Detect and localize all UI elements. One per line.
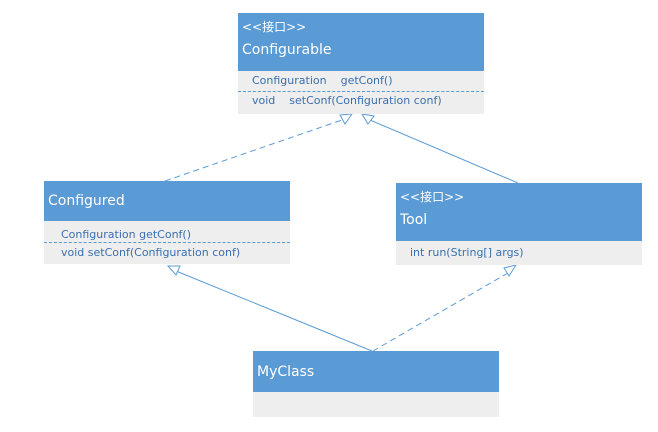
class-members-configured: Configuration getConf() void setConf(Con… [44, 221, 290, 264]
class-box-configured: Configured Configuration getConf() void … [44, 181, 290, 264]
member-get-conf: Configuration getConf() [61, 228, 191, 241]
stereotype-label: <<接口>> [400, 190, 465, 204]
member-set-conf: void setConf(Configuration conf) [252, 94, 442, 107]
configured-configurable-connector [164, 119, 343, 182]
member-run: int run(String[] args) [410, 246, 524, 259]
class-members-configurable: Configuration getConf() void setConf(Con… [238, 71, 484, 114]
member-separator [44, 242, 290, 243]
class-members-myclass [253, 392, 499, 417]
class-box-tool: <<接口>> Tool int run(String[] args) [396, 183, 642, 265]
class-header-tool: <<接口>> Tool [396, 183, 642, 241]
configurable-inheritance-arrowhead-left [339, 113, 354, 125]
class-header-configured: Configured [44, 181, 290, 221]
class-box-configurable: <<接口>> Configurable Configuration getCon… [238, 13, 484, 114]
configurable-inheritance-arrowhead-right [361, 113, 375, 125]
member-separator [238, 91, 484, 92]
class-name-configured: Configured [48, 193, 125, 209]
stereotype-label: <<接口>> [242, 20, 307, 34]
class-name-myclass: MyClass [257, 364, 315, 380]
class-header-configurable: <<接口>> Configurable [238, 13, 484, 71]
class-header-myclass: MyClass [253, 351, 499, 392]
member-get-conf: Configuration getConf() [252, 74, 393, 87]
member-set-conf: void setConf(Configuration conf) [61, 246, 241, 259]
class-name-configurable: Configurable [242, 42, 332, 58]
configured-inheritance-arrowhead [166, 265, 181, 276]
class-name-tool: Tool [400, 212, 428, 228]
myclass-tool-connector [372, 272, 509, 352]
tool-configurable-connector [369, 119, 519, 184]
class-box-myclass: MyClass [253, 351, 499, 417]
class-members-tool: int run(String[] args) [396, 241, 642, 265]
tool-realization-arrowhead [503, 264, 518, 277]
myclass-configured-connector [175, 270, 373, 352]
